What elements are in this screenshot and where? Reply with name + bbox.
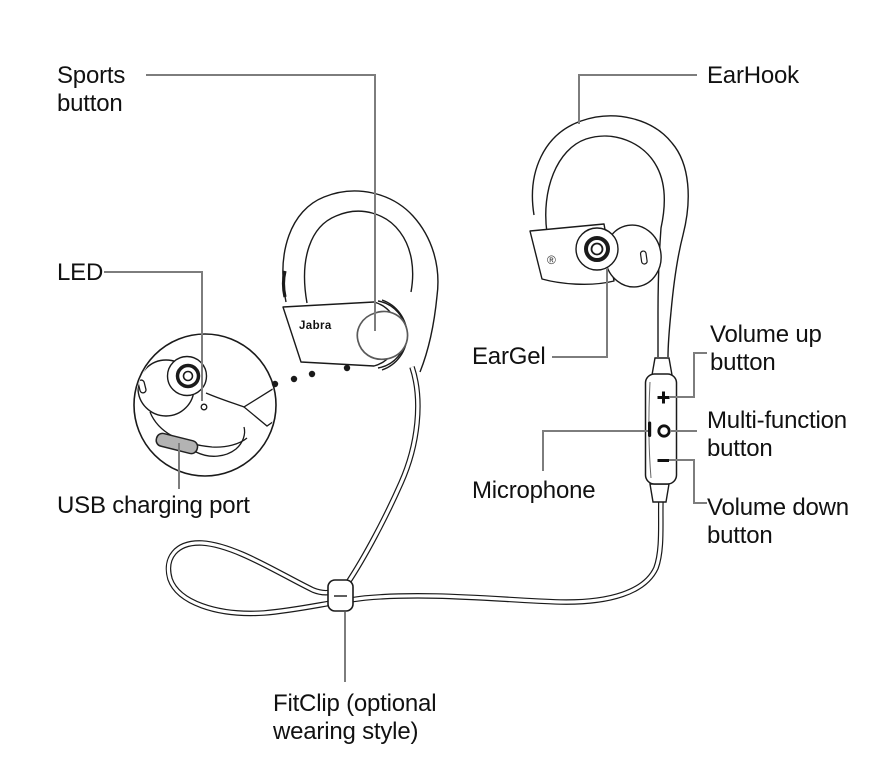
leader-volume-up [669,352,707,398]
dot [308,370,316,378]
callout-eargel: EarGel [472,343,546,370]
inset-eargel-hole [182,370,194,382]
inset-panel-edge [242,386,275,427]
callout-microphone: Microphone [472,477,596,504]
eargel-hole [590,242,604,256]
leader-sports-button [146,74,376,331]
inset-body-curve [195,426,246,457]
remote-bottom-strain-relief [649,483,670,503]
magnifier-dots [271,364,351,388]
leader-eargel [552,268,608,358]
volume-up-plus-symbol [657,391,670,404]
dot [271,380,279,388]
inset-body-edge [205,392,245,408]
leader-volume-down [669,459,707,504]
eargel-ring [584,236,610,262]
cable-core [167,366,663,616]
right-earbud: ® [529,115,689,358]
right-cable-right [667,311,672,358]
callout-multi-function-button: Multi-function button [707,407,847,462]
callout-usb-charging-port: USB charging port [57,492,250,519]
leader-led [104,271,203,401]
callout-leader-lines [104,74,707,682]
housing-slot [639,250,648,265]
callout-volume-up-button: Volume up button [710,321,822,376]
callout-sports-button: Sports button [57,62,126,117]
leader-microphone [542,430,648,471]
inset-eargel-ring [175,363,201,389]
right-earhook-inner [545,135,666,313]
callout-fitclip: FitClip (optional wearing style) [273,690,437,745]
callout-led: LED [57,259,104,286]
registered-mark: ® [547,253,556,267]
dot [290,375,298,383]
leader-earhook [578,74,697,124]
fitclip [327,579,354,612]
multi-function-circle-symbol [657,424,671,438]
remote-top-strain-relief [651,357,673,376]
microphone-slot [648,421,652,437]
callout-earhook: EarHook [707,62,799,89]
right-earhook-outer [531,115,689,313]
jabra-logo: Jabra [299,320,332,332]
inset-body-lower [149,411,248,448]
dot [343,364,351,372]
left-earbud: Jabra [281,190,439,373]
left-earhook-inner [303,210,414,304]
led-indicator [200,403,208,411]
neckband-cable [165,366,664,617]
left-earhook-tip [281,270,287,298]
left-earhook-outer [282,190,439,373]
sports-button [356,310,409,361]
callout-volume-down-button: Volume down button [707,494,849,549]
usb-charging-port [155,432,199,455]
inset-gel-slot [137,379,147,394]
inline-remote [644,357,678,503]
detail-inset [133,333,277,477]
